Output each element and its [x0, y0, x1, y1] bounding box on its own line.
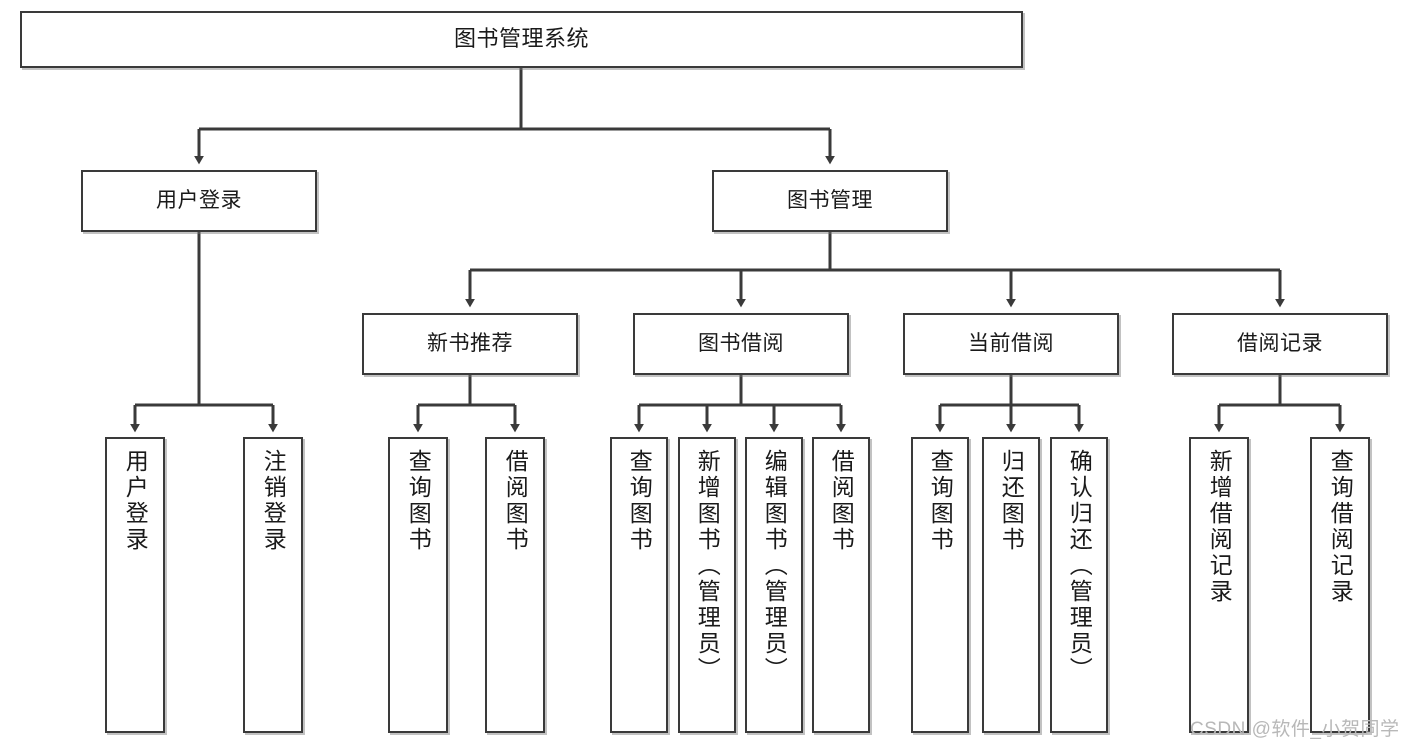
leaf-confirm-return-admin[interactable]: 确认归还（管理员） [1050, 437, 1108, 733]
node-label: 借阅图书 [828, 449, 855, 553]
node-label: 查询图书 [626, 449, 653, 553]
node-label: 借阅图书 [502, 449, 529, 553]
node-label: 新增图书（管理员） [694, 449, 721, 683]
node-new-book-recommend[interactable]: 新书推荐 [362, 313, 578, 375]
node-label: 查询图书 [927, 449, 954, 553]
node-label: 确认归还（管理员） [1066, 449, 1093, 683]
leaf-user-login[interactable]: 用户登录 [105, 437, 165, 733]
node-label: 用户登录 [156, 189, 242, 213]
node-label: 图书借阅 [698, 332, 784, 356]
leaf-query-book-recommend[interactable]: 查询图书 [388, 437, 448, 733]
leaf-user-logout[interactable]: 注销登录 [243, 437, 303, 733]
node-label: 图书管理 [787, 189, 873, 213]
node-label: 归还图书 [998, 449, 1025, 553]
node-label: 新增借阅记录 [1206, 449, 1233, 605]
node-root-system[interactable]: 图书管理系统 [20, 11, 1023, 68]
leaf-query-book-current[interactable]: 查询图书 [911, 437, 969, 733]
node-label: 注销登录 [260, 449, 287, 553]
leaf-borrow-book-recommend[interactable]: 借阅图书 [485, 437, 545, 733]
node-label: 新书推荐 [427, 332, 513, 356]
node-label: 查询借阅记录 [1327, 449, 1354, 605]
node-borrow-record[interactable]: 借阅记录 [1172, 313, 1388, 375]
leaf-add-book-admin[interactable]: 新增图书（管理员） [678, 437, 736, 733]
node-label: 查询图书 [405, 449, 432, 553]
leaf-edit-book-admin[interactable]: 编辑图书（管理员） [745, 437, 803, 733]
leaf-borrow-book[interactable]: 借阅图书 [812, 437, 870, 733]
node-book-manage[interactable]: 图书管理 [712, 170, 948, 232]
node-label: 用户登录 [122, 449, 149, 553]
node-user-login[interactable]: 用户登录 [81, 170, 317, 232]
csdn-watermark: CSDN @软件_小贺同学 [1190, 719, 1400, 740]
node-book-borrow[interactable]: 图书借阅 [633, 313, 849, 375]
node-current-borrow[interactable]: 当前借阅 [903, 313, 1119, 375]
leaf-query-book-borrow[interactable]: 查询图书 [610, 437, 668, 733]
node-label: 图书管理系统 [453, 26, 589, 52]
leaf-query-borrow-record[interactable]: 查询借阅记录 [1310, 437, 1370, 733]
node-label: 当前借阅 [968, 332, 1054, 356]
node-label: 借阅记录 [1237, 332, 1323, 356]
leaf-add-borrow-record[interactable]: 新增借阅记录 [1189, 437, 1249, 733]
node-label: 编辑图书（管理员） [761, 449, 788, 683]
leaf-return-book[interactable]: 归还图书 [982, 437, 1040, 733]
